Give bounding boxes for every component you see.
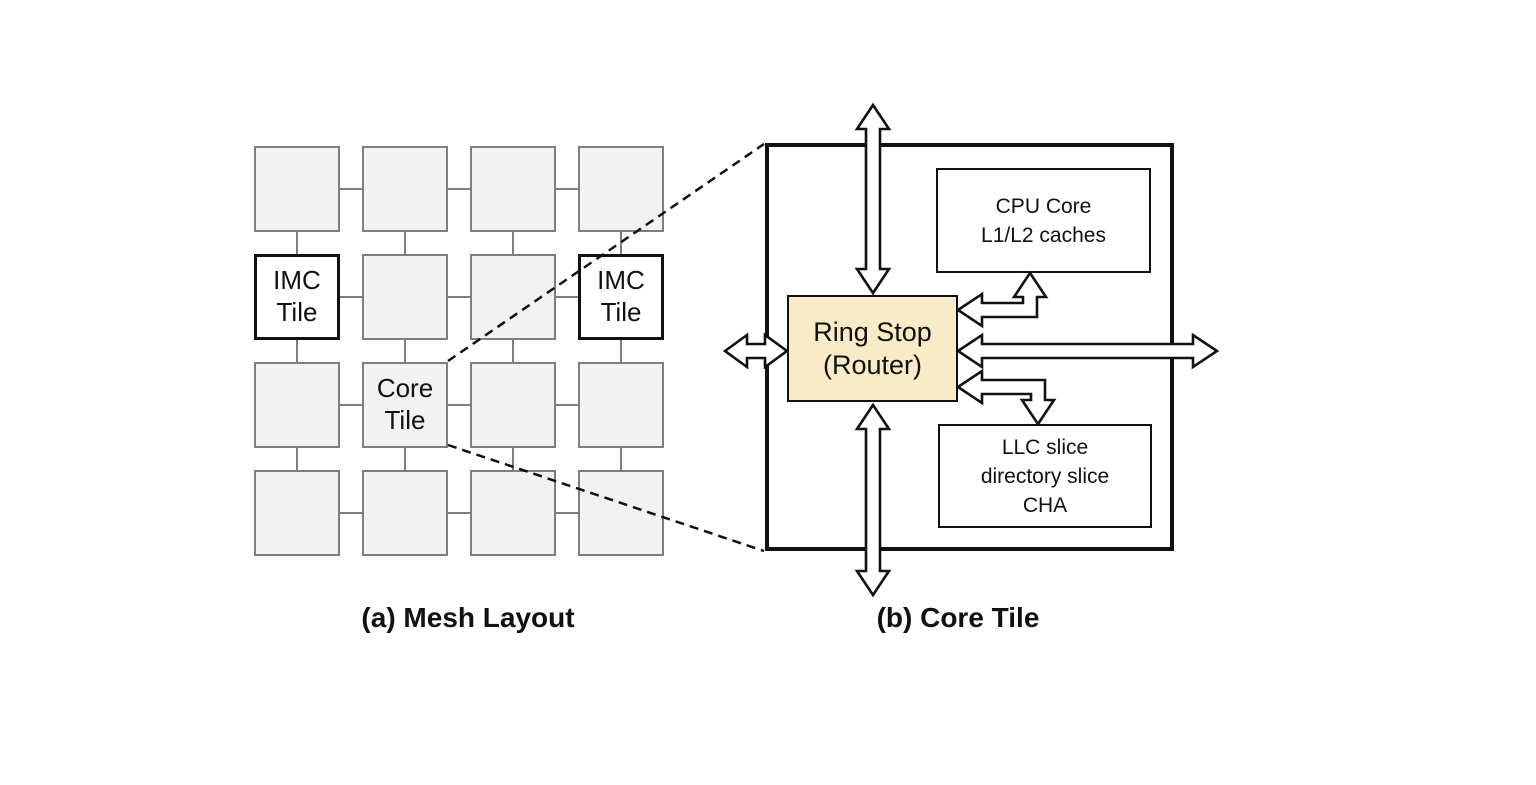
ring-stop-router-box: Ring Stop (Router) xyxy=(787,295,958,402)
mesh-connector xyxy=(448,188,470,190)
cpu-core-box: CPU Core L1/L2 caches xyxy=(936,168,1151,273)
mesh-connector xyxy=(340,512,362,514)
mesh-connector xyxy=(512,232,514,254)
mesh-connector xyxy=(404,448,406,470)
mesh-connector xyxy=(556,296,578,298)
llc-slice-box-label: LLC slice directory slice CHA xyxy=(980,435,1110,517)
mesh-tile xyxy=(470,254,556,340)
mesh-connector xyxy=(620,232,622,254)
mesh-connector xyxy=(404,232,406,254)
mesh-layout-panel: IMC Tile IMC Tile Core Tile xyxy=(254,146,664,556)
mesh-tile xyxy=(254,362,340,448)
mesh-connector xyxy=(556,512,578,514)
mesh-connector xyxy=(620,448,622,470)
mesh-connector xyxy=(512,448,514,470)
mesh-tile-imc-left: IMC Tile xyxy=(254,254,340,340)
ring-stop-label: Ring Stop (Router) xyxy=(813,316,932,380)
mesh-connector xyxy=(556,188,578,190)
mesh-connector xyxy=(556,404,578,406)
mesh-tile-core: Core Tile xyxy=(362,362,448,448)
mesh-connector xyxy=(340,188,362,190)
mesh-tile xyxy=(470,146,556,232)
caption-core-tile: (b) Core Tile xyxy=(876,602,1040,633)
llc-slice-box: LLC slice directory slice CHA xyxy=(938,424,1152,528)
mesh-connector xyxy=(296,340,298,362)
mesh-tile xyxy=(578,362,664,448)
mesh-tile xyxy=(578,470,664,556)
core-tile-label: Core Tile xyxy=(376,373,434,435)
mesh-connector xyxy=(448,404,470,406)
mesh-tile xyxy=(362,254,448,340)
mesh-tile xyxy=(254,146,340,232)
mesh-tile xyxy=(362,146,448,232)
mesh-connector xyxy=(404,340,406,362)
cpu-core-box-label: CPU Core L1/L2 caches xyxy=(981,194,1106,247)
mesh-tile xyxy=(470,470,556,556)
mesh-connector xyxy=(620,340,622,362)
mesh-connector xyxy=(296,232,298,254)
mesh-connector xyxy=(296,448,298,470)
mesh-tile xyxy=(362,470,448,556)
caption-mesh-layout: (a) Mesh Layout xyxy=(361,602,575,633)
mesh-tile xyxy=(254,470,340,556)
mesh-connector xyxy=(448,296,470,298)
mesh-connector xyxy=(340,404,362,406)
imc-tile-label: IMC Tile xyxy=(273,265,321,327)
imc-tile-label: IMC Tile xyxy=(597,265,645,327)
mesh-tile xyxy=(470,362,556,448)
mesh-connector xyxy=(340,296,362,298)
mesh-tile xyxy=(578,146,664,232)
mesh-tile-imc-right: IMC Tile xyxy=(578,254,664,340)
mesh-connector xyxy=(448,512,470,514)
mesh-connector xyxy=(512,340,514,362)
